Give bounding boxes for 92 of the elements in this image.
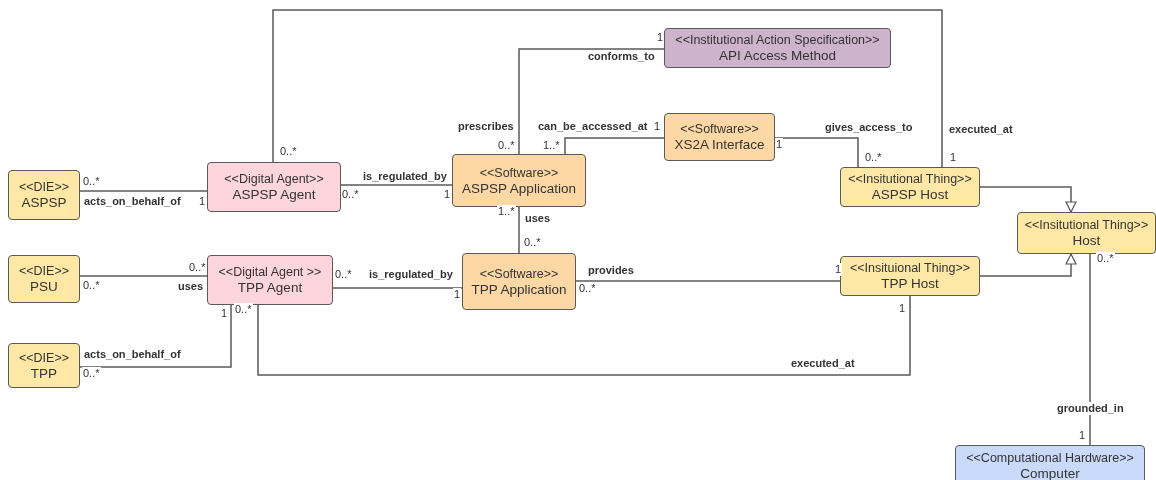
multiplicity-label: 0..* <box>234 303 253 316</box>
multiplicity-label: 0..* <box>1096 252 1115 265</box>
class-name: XS2A Interface <box>674 137 765 152</box>
class-box <box>840 256 980 296</box>
multiplicity-label: 1..* <box>542 139 561 152</box>
multiplicity-label: 0..* <box>341 188 360 201</box>
association-line <box>272 9 943 168</box>
association-line <box>79 275 208 277</box>
stereotype-text: <<DIE>> <box>18 350 69 366</box>
association-line <box>340 184 453 186</box>
class-box <box>8 343 80 388</box>
edge-label: conforms_to <box>587 50 656 63</box>
association-line <box>1089 253 1091 446</box>
generalization-arrow <box>979 186 1077 213</box>
multiplicity-label: 1 <box>453 288 462 301</box>
class-name: PSU <box>30 279 58 294</box>
multiplicity-label: 1 <box>220 307 229 320</box>
generalization-arrow <box>979 253 1077 277</box>
stereotype-text: <<Software>> <box>479 266 559 282</box>
class-box <box>207 162 341 212</box>
multiplicity-label: 0..* <box>82 279 101 292</box>
class-box <box>452 154 586 207</box>
class-name: ASPSP <box>21 195 67 210</box>
class-name: API Access Method <box>718 48 837 63</box>
stereotype-text: <<Computational Hardware>> <box>966 451 1134 466</box>
edge-label: executed_at <box>790 357 856 370</box>
multiplicity-label: 0..* <box>82 175 101 188</box>
edge-label: provides <box>587 264 635 277</box>
stereotype-text: <<Institutional Action Specification>> <box>675 33 880 48</box>
association-line <box>79 190 208 192</box>
class-box <box>207 255 333 305</box>
edge-label: is_regulated_by <box>362 170 448 183</box>
multiplicity-label: 1 <box>198 195 207 208</box>
multiplicity-label: 1 <box>898 302 907 315</box>
class-name: TPP Application <box>471 281 567 297</box>
multiplicity-label: 1..* <box>497 205 516 218</box>
stereotype-text: <<DIE>> <box>18 264 69 279</box>
class-name: Host <box>1072 233 1101 248</box>
stereotype-text: <<Insitutional Thing>> <box>1024 218 1149 233</box>
class-name: TPP Agent <box>237 280 303 295</box>
association-line <box>518 206 520 254</box>
multiplicity-label: 1 <box>1078 429 1087 442</box>
multiplicity-label: 1 <box>775 138 784 151</box>
association-line <box>575 280 841 282</box>
stereotype-text: <<Digital Agent>> <box>224 172 324 187</box>
edge-label: grounded_in <box>1056 402 1125 415</box>
association-line <box>774 137 859 168</box>
stereotype-text: <<Software>> <box>479 165 559 181</box>
edge-label: can_be_accessed_at <box>537 120 649 133</box>
stereotype-text: <<DIE>> <box>18 180 69 195</box>
multiplicity-label: 0..* <box>523 236 542 249</box>
multiplicity-label: 0..* <box>82 367 101 380</box>
multiplicity-label: 0..* <box>334 268 353 281</box>
stereotype-text: <<Digital Agent >> <box>218 265 322 280</box>
multiplicity-label: 1 <box>443 188 452 201</box>
multiplicity-label: 1 <box>653 120 662 133</box>
class-name: TPP Host <box>881 276 939 291</box>
stereotype-text: <<Software>> <box>680 122 759 137</box>
association-line <box>257 295 911 376</box>
class-box <box>955 445 1145 480</box>
class-box <box>664 113 775 161</box>
stereotype-text: <<Insitutional Thing>> <box>848 172 972 187</box>
multiplicity-label: 0..* <box>279 145 298 158</box>
class-name: TPP <box>30 365 58 381</box>
class-box <box>840 167 980 207</box>
class-name: ASPSP Application <box>462 180 576 196</box>
multiplicity-label: 0..* <box>864 151 883 164</box>
multiplicity-label: 1 <box>656 31 665 44</box>
class-box <box>8 255 80 303</box>
association-line <box>79 304 232 368</box>
class-box <box>1017 212 1156 254</box>
class-box <box>664 28 891 68</box>
association-line <box>518 48 665 155</box>
association-line <box>332 287 463 289</box>
edge-label: is_regulated_by <box>368 268 454 281</box>
multiplicity-label: 1 <box>834 263 843 276</box>
association-line <box>564 137 665 155</box>
multiplicity-label: 0..* <box>497 139 516 152</box>
edge-label: acts_on_behalf_of <box>83 348 182 361</box>
multiplicity-label: 0..* <box>578 282 597 295</box>
class-name: ASPSP Host <box>871 187 949 202</box>
class-name: Computer <box>1020 466 1080 480</box>
role-name: prescribes <box>457 120 515 133</box>
edge-label: executed_at <box>948 123 1014 136</box>
class-name: ASPSP Agent <box>232 187 316 202</box>
multiplicity-label: 1 <box>949 151 958 164</box>
class-box <box>8 170 80 220</box>
stereotype-text: <<Insituional Thing>> <box>850 261 970 276</box>
edge-label: acts_on_behalf_of <box>83 195 182 208</box>
multiplicity-label: 0..* <box>188 261 207 274</box>
class-box <box>462 253 576 310</box>
edge-label: gives_access_to <box>824 121 914 134</box>
